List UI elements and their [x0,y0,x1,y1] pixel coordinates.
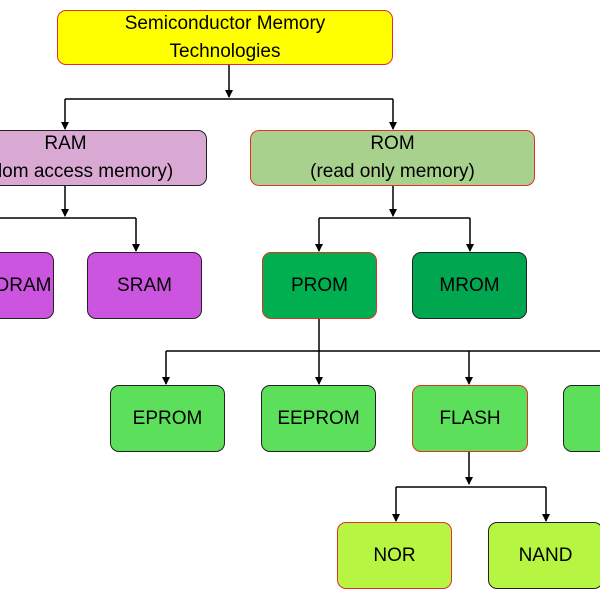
eprom-label: EPROM [132,407,203,429]
node-semiconductor-memory-technologies: Semiconductor Memory Technologies [57,10,393,65]
ram-subtitle: (random access memory) [0,161,174,182]
eeprom-label: EEPROM [277,407,360,429]
node-nand: NAND [488,522,600,589]
node-prom: PROM [262,252,377,319]
nand-label: NAND [518,544,573,566]
node-nor: NOR [337,522,452,589]
root-title-line-1: Semiconductor Memory [124,12,326,34]
node-sram: SRAM [87,252,202,319]
ram-title: RAM [44,133,87,154]
node-dram: DRAM [0,252,54,319]
node-flash: FLASH [412,385,528,452]
rom-subtitle: (read only memory) [310,161,475,182]
mrom-label: MROM [439,274,500,296]
node-eeprom: EEPROM [261,385,376,452]
node-ram: RAM (random access memory) [0,130,207,186]
sram-label: SRAM [117,274,172,296]
nor-label: NOR [373,544,416,566]
node-mrom: MROM [412,252,527,319]
node-rom: ROM (read only memory) [250,130,535,186]
node-prom-child-cropped [563,385,600,452]
rom-title: ROM [370,133,415,154]
root-title-line-2: Technologies [169,40,281,62]
flash-label: FLASH [439,407,501,429]
prom-label: PROM [291,274,348,296]
dram-label: DRAM [0,274,52,296]
node-eprom: EPROM [110,385,225,452]
